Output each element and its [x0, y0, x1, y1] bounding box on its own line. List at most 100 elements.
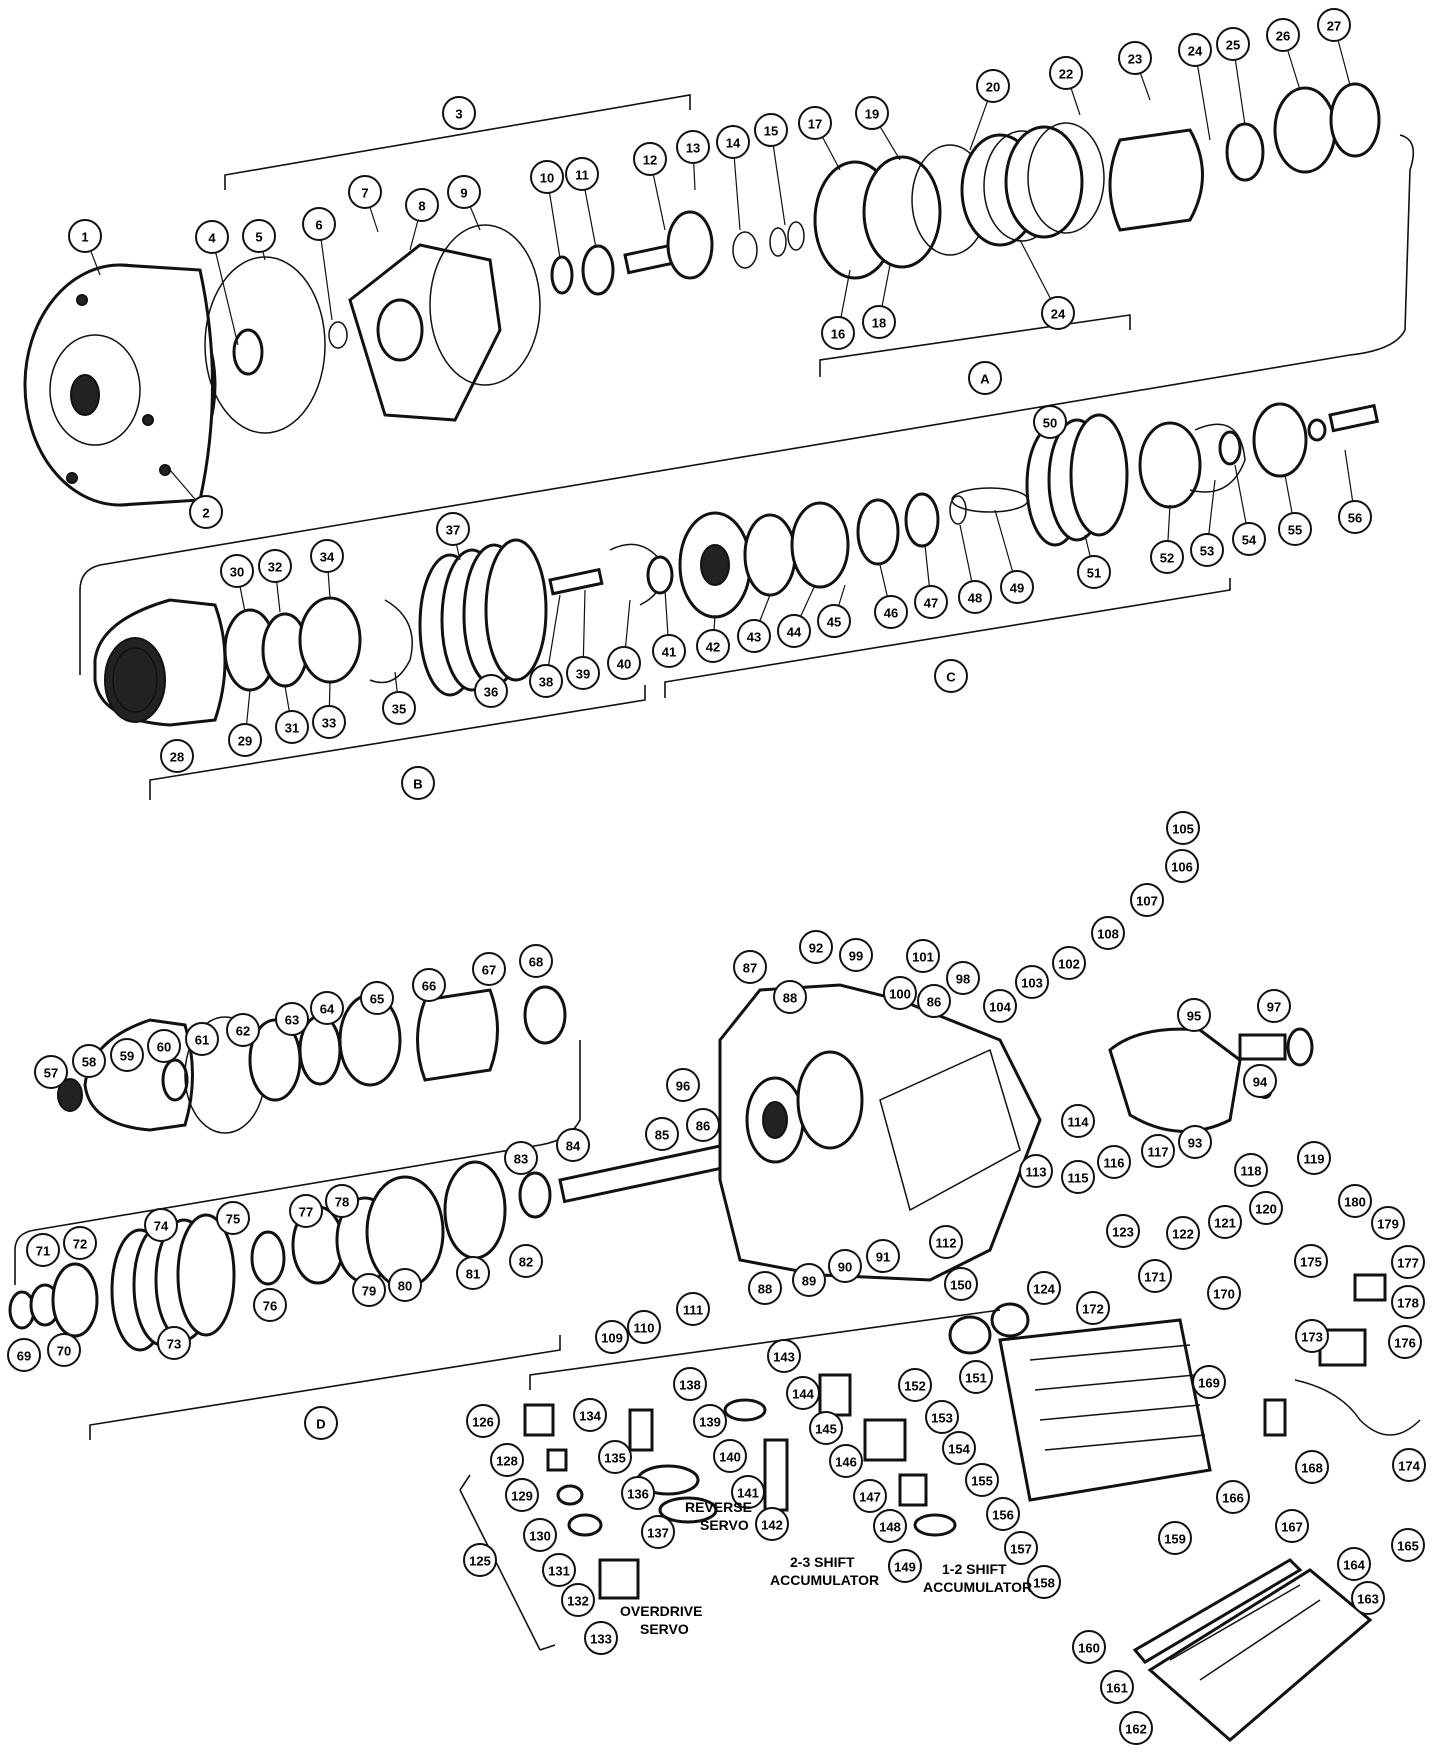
callout-163: 163	[1351, 1581, 1385, 1615]
callout-circle	[310, 539, 344, 573]
callout-number: 24	[1188, 44, 1203, 59]
callout-61: 61	[185, 1022, 219, 1056]
callout-circle	[1192, 1365, 1226, 1399]
callout-number: 51	[1087, 566, 1101, 581]
callout-22: 22	[1049, 56, 1083, 90]
callout-179: 179	[1371, 1206, 1405, 1240]
planetary-gear-set	[646, 487, 1029, 619]
callout-circle	[1091, 916, 1125, 950]
callout-circle	[1097, 1145, 1131, 1179]
callout-number: A	[980, 372, 990, 387]
callout-number: 126	[472, 1415, 494, 1430]
callout-circle	[1077, 555, 1111, 589]
callout-number: 156	[992, 1508, 1014, 1523]
callout-131: 131	[542, 1553, 576, 1587]
callout-number: 35	[392, 702, 406, 717]
callout-circle	[1371, 1206, 1405, 1240]
callout-number: 164	[1343, 1558, 1365, 1573]
callout-circle	[1337, 1547, 1371, 1581]
callout-number: 29	[238, 734, 252, 749]
callout-circle	[983, 989, 1017, 1023]
callout-circle	[509, 1244, 543, 1278]
callout-number: 106	[1171, 860, 1193, 875]
callout-B: B	[401, 766, 435, 800]
callout-circle	[505, 1478, 539, 1512]
callout-number: 74	[154, 1219, 169, 1234]
callout-number: 115	[1068, 1171, 1089, 1186]
callout-number: 48	[968, 591, 982, 606]
callout-number: 31	[285, 721, 299, 736]
callout-number: 47	[924, 596, 938, 611]
callout-number: 153	[931, 1411, 953, 1426]
callout-80: 80	[388, 1268, 422, 1302]
callout-115: 115	[1061, 1160, 1095, 1194]
callout-number: 110	[634, 1321, 655, 1336]
callout-number: 45	[827, 615, 841, 630]
callout-number: 121	[1214, 1216, 1236, 1231]
callout-circle	[1338, 1184, 1372, 1218]
callout-circle	[817, 604, 851, 638]
callout-circle	[1178, 33, 1212, 67]
callout-5: 5	[242, 219, 276, 253]
callout-4: 4	[195, 220, 229, 254]
callout-24: 24	[1178, 33, 1212, 67]
callout-circle	[914, 585, 948, 619]
callout-number: 24	[1051, 307, 1066, 322]
callout-circle	[716, 125, 750, 159]
callout-178: 178	[1391, 1285, 1425, 1319]
callout-number: 178	[1397, 1296, 1419, 1311]
callout-number: 104	[989, 1000, 1011, 1015]
callout-circle	[946, 961, 980, 995]
callout-number: 86	[696, 1119, 710, 1134]
callout-134: 134	[573, 1398, 607, 1432]
callout-129: 129	[505, 1478, 539, 1512]
callout-88: 88	[773, 980, 807, 1014]
callout-number: 130	[529, 1529, 551, 1544]
callout-circle	[686, 1108, 720, 1142]
callout-circle	[906, 939, 940, 973]
callout-circle	[748, 1271, 782, 1305]
callout-number: 171	[1144, 1270, 1166, 1285]
callout-42: 42	[696, 629, 730, 663]
callout-number: 75	[226, 1212, 240, 1227]
callout-166: 166	[1216, 1480, 1250, 1514]
callout-circle	[1072, 1630, 1106, 1664]
callout-circle	[1351, 1581, 1385, 1615]
callout-number: 46	[884, 606, 898, 621]
callout-150: 150	[944, 1267, 978, 1301]
callout-circle	[1061, 1160, 1095, 1194]
callout-57: 57	[34, 1055, 68, 1089]
callout-number: 167	[1281, 1520, 1303, 1535]
callout-number: 67	[482, 963, 496, 978]
callout-circle	[1295, 1319, 1329, 1353]
callout-99: 99	[839, 938, 873, 972]
callout-number: 44	[787, 625, 802, 640]
callout-51: 51	[1077, 555, 1111, 589]
callout-117: 117	[1141, 1134, 1175, 1168]
callout-number: 7	[361, 186, 368, 201]
callout-58: 58	[72, 1044, 106, 1078]
callout-circle	[773, 980, 807, 1014]
callout-number: 57	[44, 1066, 58, 1081]
callout-146: 146	[829, 1444, 863, 1478]
callout-circle	[529, 664, 563, 698]
shift-2-3-accumulator-label: 2-3 SHIFT	[790, 1554, 855, 1570]
callout-number: 137	[647, 1526, 669, 1541]
callout-circle	[733, 950, 767, 984]
callout-number: 94	[1253, 1075, 1268, 1090]
callout-circle	[72, 1044, 106, 1078]
callout-111: 111	[676, 1292, 710, 1326]
callout-circle	[1177, 998, 1211, 1032]
callout-circle	[1061, 1104, 1095, 1138]
callout-number: 79	[362, 1284, 376, 1299]
callout-circle	[1118, 41, 1152, 75]
callout-number: 107	[1136, 894, 1158, 909]
callout-circle	[185, 1022, 219, 1056]
callout-43: 43	[737, 619, 771, 653]
callout-circle	[312, 705, 346, 739]
callout-circle	[1033, 405, 1067, 439]
callout-72: 72	[63, 1226, 97, 1260]
callout-number: 25	[1226, 38, 1240, 53]
callout-circle	[1257, 989, 1291, 1023]
callout-number: 77	[299, 1205, 313, 1220]
